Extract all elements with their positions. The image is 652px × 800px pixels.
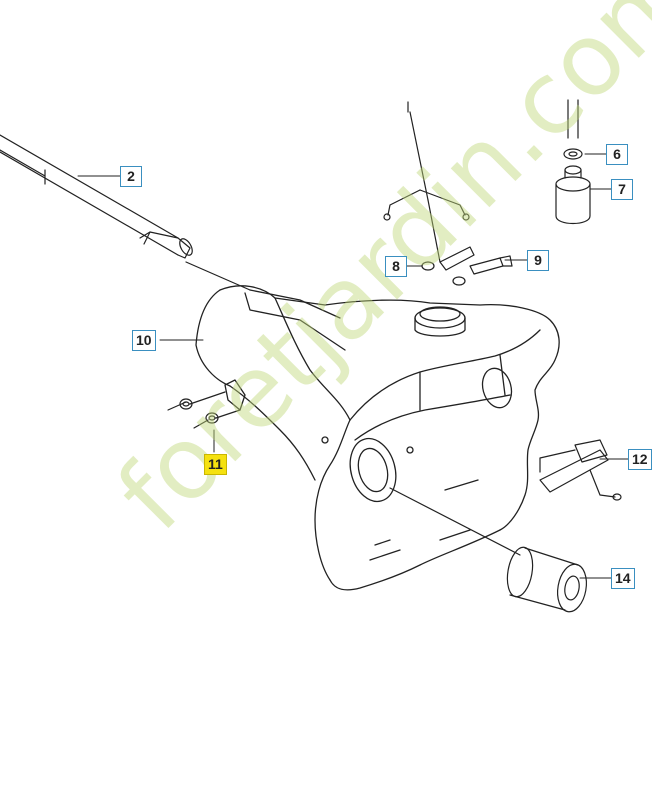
bolts <box>421 246 513 286</box>
callout-10[interactable]: 10 <box>132 330 156 351</box>
callout-2[interactable]: 2 <box>120 166 142 187</box>
spring-hook <box>383 101 470 263</box>
callout-8[interactable]: 8 <box>385 256 407 277</box>
nuts <box>167 391 241 429</box>
bracket <box>539 439 622 501</box>
callout-14[interactable]: 14 <box>611 568 635 589</box>
shaft-tube <box>0 134 193 259</box>
leader-lines <box>77 153 629 579</box>
callout-9[interactable]: 9 <box>527 250 549 271</box>
callout-6[interactable]: 6 <box>606 144 628 165</box>
main-housing <box>195 285 560 591</box>
callout-7[interactable]: 7 <box>611 179 633 200</box>
callout-12[interactable]: 12 <box>628 449 652 470</box>
bushing <box>389 487 588 613</box>
damper-cylinder <box>555 99 591 225</box>
callout-11[interactable]: 11 <box>204 454 227 475</box>
